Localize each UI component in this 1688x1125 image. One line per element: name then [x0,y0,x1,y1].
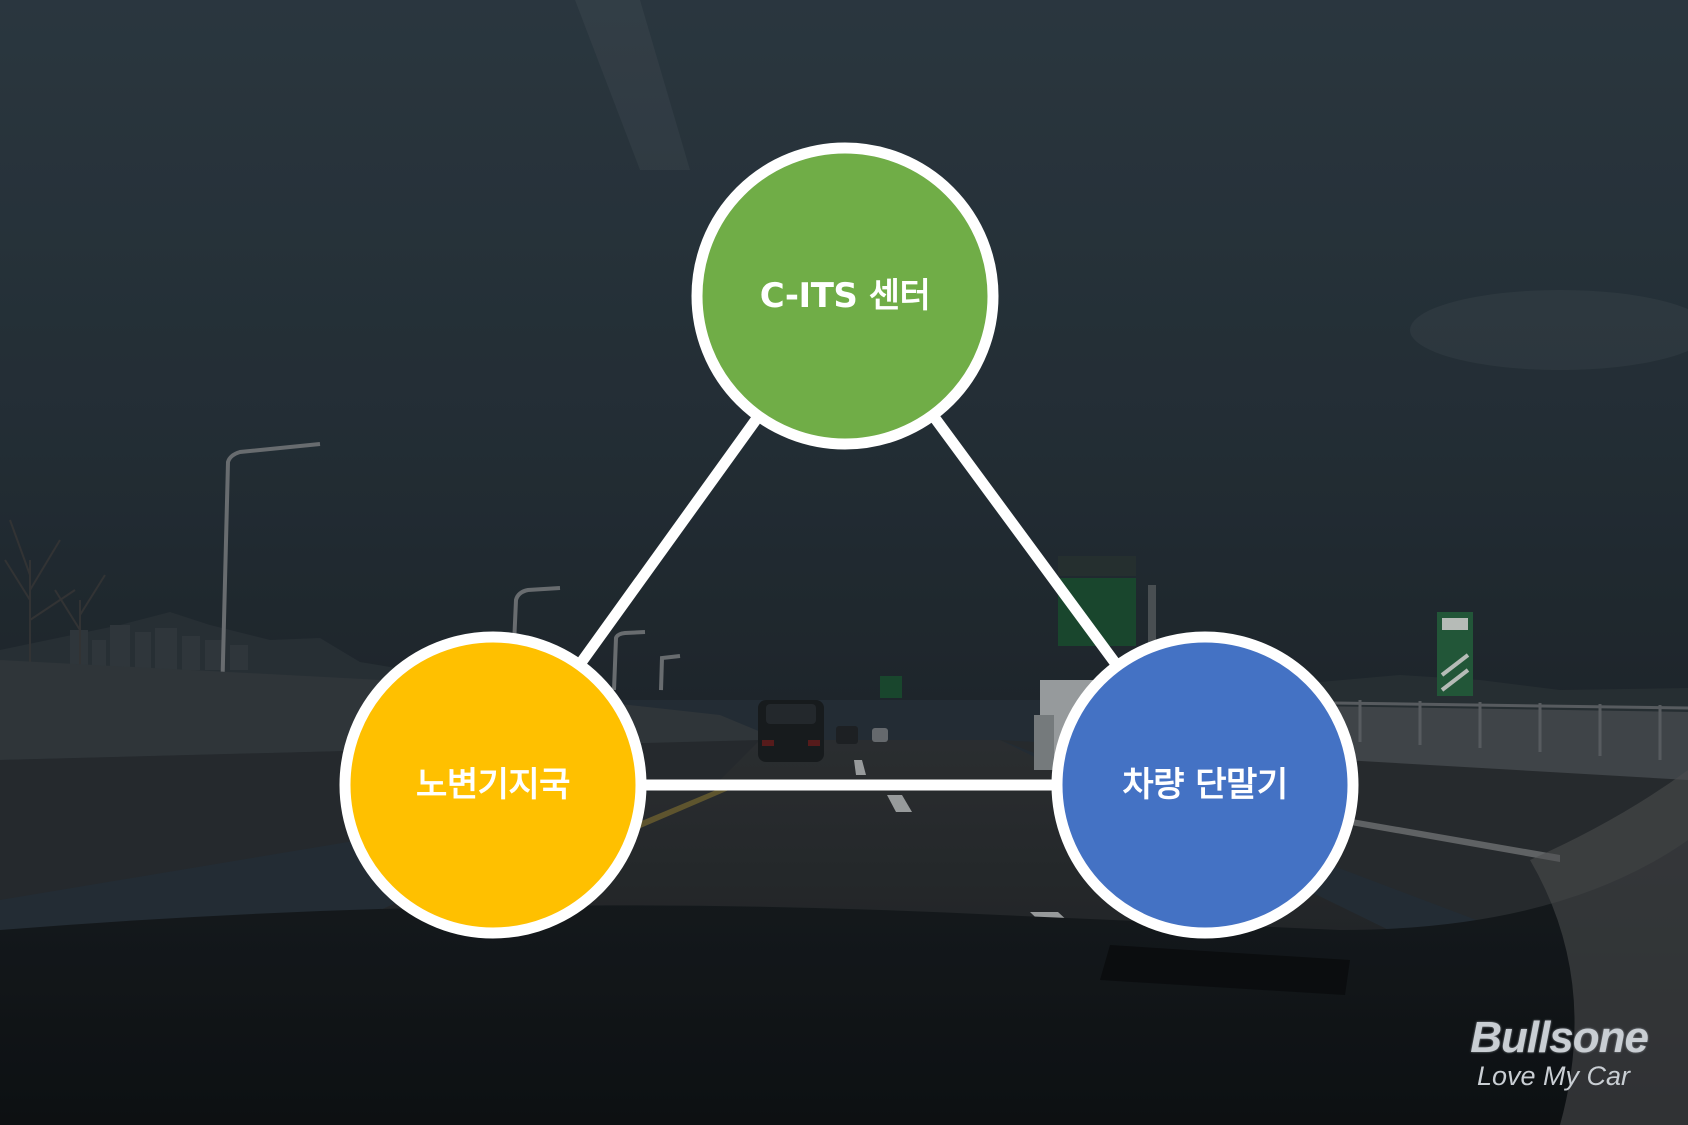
a-pillar [1530,770,1688,1125]
roadside-station-node [339,631,647,939]
c-its-center-label: C-ITS 센터 [759,276,931,316]
roadside-station-label: 노변기지국 [416,765,570,805]
diagram-nodes [339,142,1359,939]
haze [1410,290,1688,370]
street-lamps [220,442,681,701]
bullsone-logo: Bullsone Love My Car [1470,1013,1649,1092]
logo-tagline: Love My Car [1476,1061,1630,1091]
vehicle-terminal-label: 차량 단말기 [1122,765,1288,805]
logo-brand: Bullsone [1470,1013,1649,1062]
windshield-reflection [575,0,690,170]
dashboard-vent [1100,945,1350,995]
vehicle-terminal-node [1051,631,1359,939]
c-its-center-node [691,142,999,450]
city-skyline [70,625,248,670]
